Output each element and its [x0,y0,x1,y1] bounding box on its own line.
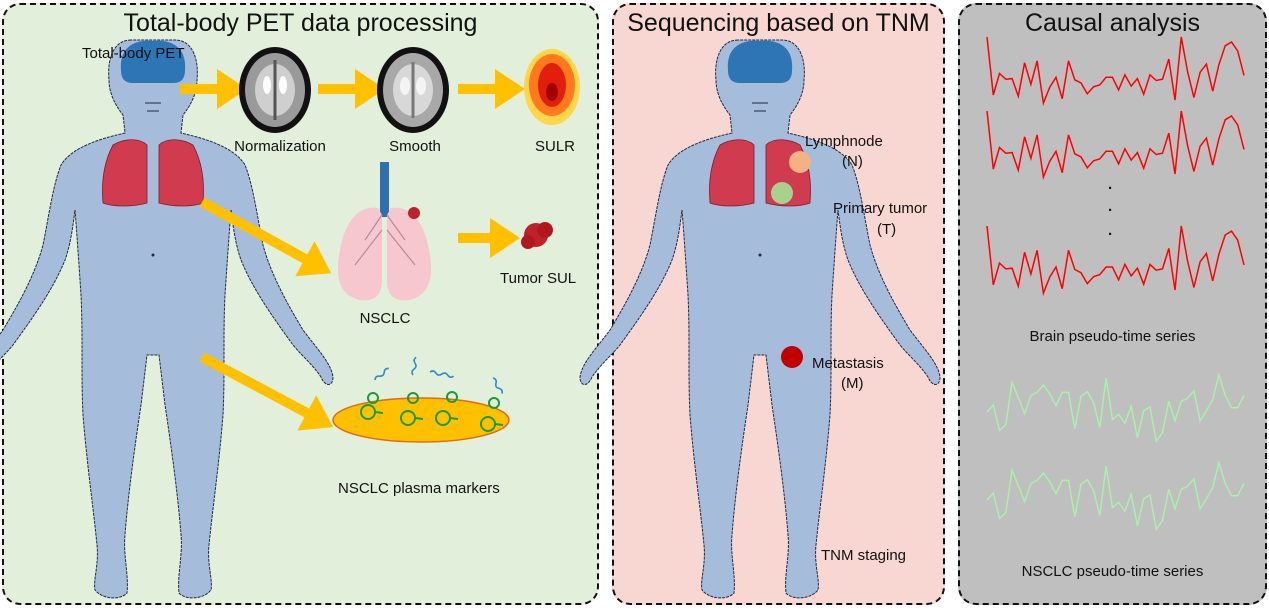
ellipsis-dot-3: · [1108,226,1113,243]
tnm-human-body-figure [579,39,941,599]
lymphnode-label: Lymphnode [805,133,883,150]
pet-panel-title: Total-body PET data processing [123,9,478,37]
smooth-label: Smooth [389,138,441,155]
normalization-label: Normalization [234,138,326,155]
causal-panel-title: Causal analysis [1024,9,1201,37]
primary-tumor-marker [771,182,793,204]
lung-tumor-icon [408,207,420,219]
brain-series-line [986,110,1245,181]
brain-series-line [986,36,1245,107]
tnm-panel-title: Sequencing based on TNM [627,9,930,37]
lymphnode-marker [789,151,811,173]
tumor-sul-label: Tumor SUL [500,270,577,287]
lymphnode-code: (N) [842,153,863,170]
tnm-staging-label: TNM staging [821,547,907,564]
metastasis-label: Metastasis [812,355,884,372]
brain-series-line [986,225,1245,297]
sulr-label: SULR [534,138,575,155]
brain-series-caption: Brain pseudo-time series [1029,328,1196,345]
arrow-to-plasma-markers [199,352,334,431]
total-body-pet-label: Total-body PET [82,45,185,62]
smoothed-brain-scan [377,47,449,133]
arrow-to-nsclc [199,197,332,277]
plasma-markers-illustration [332,356,510,443]
nsclc-series-line [986,460,1245,532]
sulr-brain-map [524,49,580,125]
nsclc-lungs-illustration [337,162,432,301]
metastasis-marker [781,346,803,368]
plasma-markers-label: NSCLC plasma markers [338,480,500,497]
primary-tumor-code: (T) [877,221,897,238]
nsclc-series-line [986,372,1245,444]
primary-tumor-label: Primary tumor [833,200,928,217]
ellipsis-dot-2: · [1108,202,1113,219]
ellipsis-dot-1: · [1108,180,1113,197]
metastasis-code: (M) [841,375,864,392]
pseudo-time-series-chart [986,36,1245,532]
tumor-illustration [521,222,553,249]
normalized-brain-scan [239,47,311,133]
nsclc-series-caption: NSCLC pseudo-time series [1021,563,1204,580]
nsclc-label: NSCLC [359,310,411,327]
